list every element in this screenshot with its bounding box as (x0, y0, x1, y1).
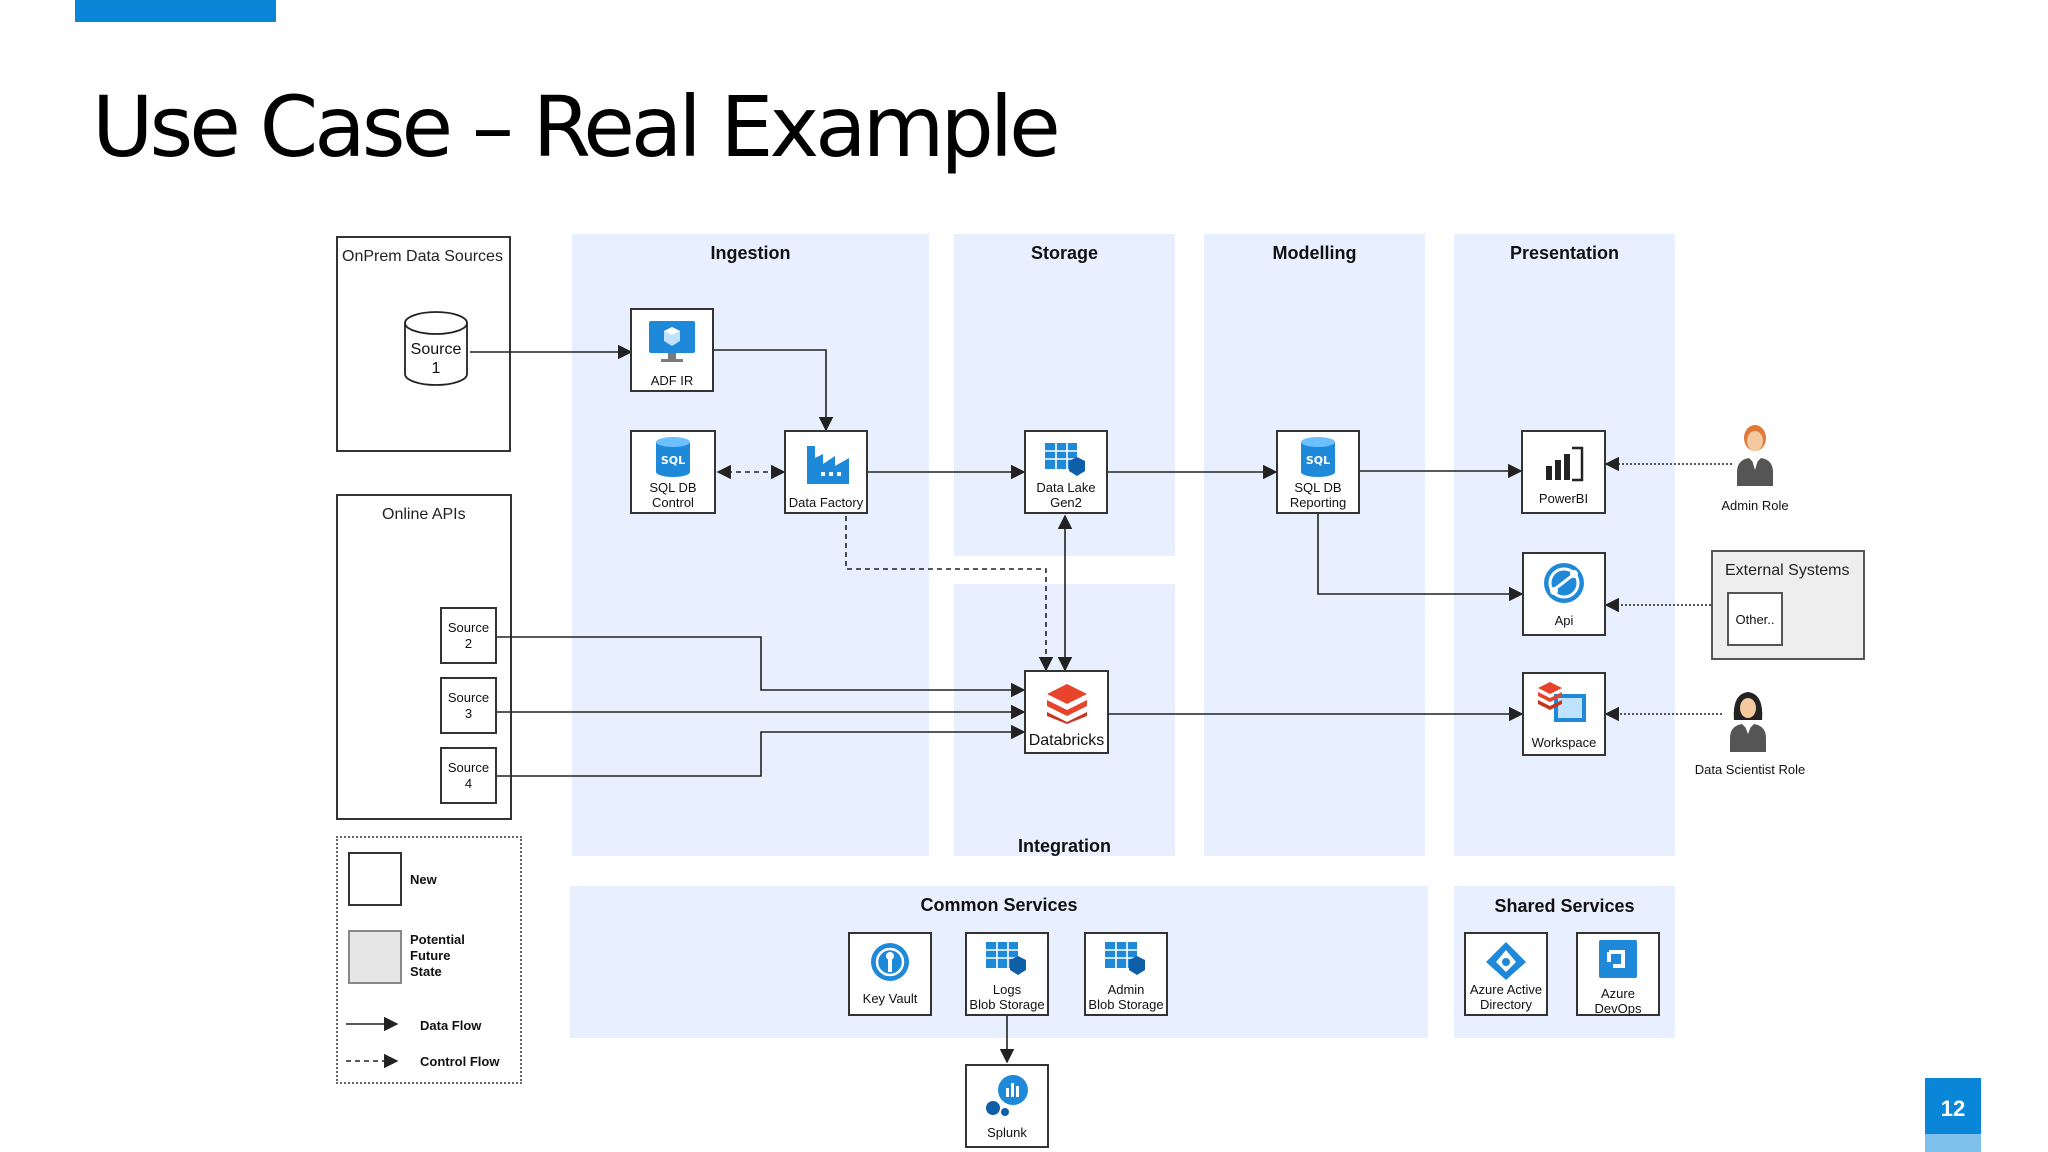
admin-role-label: Admin Role (1721, 498, 1789, 513)
key-vault-icon (871, 943, 909, 981)
databricks-icon (1046, 684, 1087, 724)
splunk-node[interactable]: Splunk (965, 1064, 1049, 1148)
zone-modelling-title: Modelling (1272, 243, 1357, 263)
admin-person-icon (1737, 425, 1773, 486)
data-factory-icon (807, 446, 849, 484)
database-cylinder-icon (404, 311, 468, 386)
api-label: Api (1554, 613, 1574, 628)
legend-future-label: Potential Future State (410, 932, 465, 979)
aad-label: Azure Active Directory (1469, 982, 1543, 1012)
svg-text:SQL: SQL (661, 454, 685, 467)
sql-db-reporting-node[interactable]: SQL SQL DB Reporting (1276, 430, 1360, 514)
source-1-label: Source 1 (410, 341, 462, 377)
flow-source2-to-databricks (497, 636, 1026, 698)
page-number-lower-band (1925, 1134, 1981, 1152)
legend-control-flow-label: Control Flow (420, 1054, 500, 1069)
admin-role[interactable]: Admin Role (1710, 424, 1800, 516)
splunk-analytics-icon (986, 1075, 1028, 1116)
storage-table-icon (1045, 443, 1085, 476)
legend-box: New Potential Future State Data Flow Con… (336, 836, 522, 1084)
api-node[interactable]: Api (1522, 552, 1606, 636)
zone-ingestion-title: Ingestion (710, 243, 791, 263)
external-systems-box: External Systems Other.. (1711, 550, 1865, 660)
key-vault-label: Key Vault (862, 991, 918, 1006)
online-apis-title: Online APIs (382, 506, 466, 523)
data-scientist-role[interactable]: Data Scientist Role (1682, 690, 1818, 780)
powerbi-node[interactable]: PowerBI (1521, 430, 1606, 514)
zone-storage-title: Storage (1030, 243, 1099, 263)
sql-db-reporting-label: SQL DB Reporting (1289, 480, 1347, 510)
admin-blob-label: Admin Blob Storage (1088, 982, 1164, 1012)
sql-database-icon: SQL (656, 437, 690, 477)
data-scientist-role-label: Data Scientist Role (1694, 762, 1806, 777)
databricks-label: Databricks (1028, 732, 1105, 749)
legend-new-label: New (410, 872, 437, 887)
control-datafactory-to-databricks (845, 516, 1054, 672)
data-lake-gen2-node[interactable]: Data Lake Gen2 (1024, 430, 1108, 514)
svg-text:SQL: SQL (1306, 454, 1330, 467)
logs-blob-storage-node[interactable]: Logs Blob Storage (965, 932, 1049, 1016)
virtual-machine-icon (649, 321, 695, 362)
data-factory-label: Data Factory (788, 495, 864, 510)
external-systems-title: External Systems (1725, 562, 1850, 579)
zone-integration-title: Integration (1018, 836, 1111, 856)
key-vault-node[interactable]: Key Vault (848, 932, 932, 1016)
zone-shared-services-title: Shared Services (1494, 896, 1635, 916)
azure-active-directory-node[interactable]: Azure Active Directory (1464, 932, 1548, 1016)
onprem-title: OnPrem Data Sources (342, 248, 503, 265)
blob-storage-icon (1105, 942, 1145, 975)
sql-db-control-label: SQL DB Control (649, 480, 697, 510)
azure-devops-icon (1599, 940, 1637, 978)
source-3[interactable]: Source 3 (440, 677, 497, 734)
page-number-badge: 12 (1925, 1078, 1981, 1152)
flow-source4-to-databricks (497, 724, 1026, 777)
adf-ir-label: ADF IR (650, 373, 694, 388)
sql-db-control-node[interactable]: SQL SQL DB Control (630, 430, 716, 514)
page-number: 12 (1940, 1096, 1966, 1121)
splunk-label: Splunk (987, 1125, 1027, 1140)
source-1-database[interactable]: Source 1 (402, 310, 470, 388)
legend-data-flow-label: Data Flow (420, 1018, 482, 1033)
devops-label: Azure DevOps (1594, 986, 1642, 1016)
azure-devops-node[interactable]: Azure DevOps (1576, 932, 1660, 1016)
blob-storage-icon (986, 942, 1026, 975)
data-factory-node[interactable]: Data Factory (784, 430, 868, 514)
sql-database-icon: SQL (1301, 437, 1335, 477)
powerbi-label: PowerBI (1538, 491, 1589, 506)
legend-new-swatch (348, 852, 402, 906)
slide-title: Use Case – Real Example (92, 78, 1061, 176)
source-2[interactable]: Source 2 (440, 607, 497, 664)
data-lake-label: Data Lake Gen2 (1036, 480, 1096, 510)
legend-future-swatch (348, 930, 402, 984)
powerbi-icon (1545, 446, 1583, 482)
flow-sqlreporting-to-api (1317, 514, 1524, 602)
workspace-label: Workspace (1531, 735, 1597, 750)
zone-common-services-title: Common Services (920, 895, 1078, 915)
data-scientist-person-icon (1730, 692, 1766, 752)
active-directory-icon (1486, 942, 1526, 980)
zone-modelling: Modelling (1204, 234, 1425, 856)
admin-blob-storage-node[interactable]: Admin Blob Storage (1084, 932, 1168, 1016)
workspace-icon (1538, 682, 1586, 722)
logs-blob-label: Logs Blob Storage (969, 982, 1045, 1012)
top-accent-bar (75, 0, 276, 22)
api-globe-icon (1544, 563, 1584, 603)
source-4[interactable]: Source 4 (440, 747, 497, 804)
adf-ir-node[interactable]: ADF IR (630, 308, 714, 392)
flow-adfir-to-datafactory (714, 349, 834, 432)
external-other-box[interactable]: Other.. (1727, 592, 1783, 646)
workspace-node[interactable]: Workspace (1522, 672, 1606, 756)
zone-presentation-title: Presentation (1509, 243, 1620, 263)
databricks-node[interactable]: Databricks (1024, 670, 1109, 754)
